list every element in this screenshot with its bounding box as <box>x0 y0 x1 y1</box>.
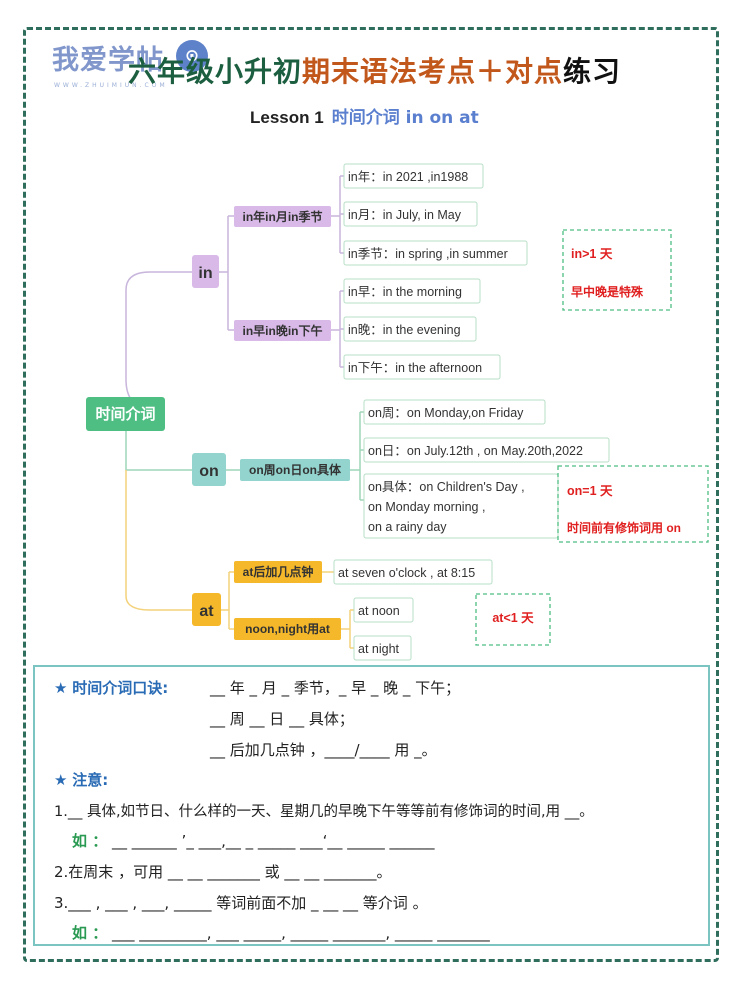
lesson-topic: 时间介词 in on at <box>331 108 479 128</box>
watermark-logo: 我爱学帖 WWW.ZHUIMIUN.COM ⊙ <box>52 38 212 92</box>
note-1-example: 如 ： __ ______ ’_ ___,__ _ _____ ___‘__ _… <box>72 830 434 851</box>
example-blanks: __ ______ ’_ ___,__ _ _____ ___‘__ _____… <box>112 832 435 850</box>
page-title: 六年级小升初期末语法考点＋对点练习 <box>128 50 621 90</box>
star-icon: ★ <box>54 679 68 697</box>
note-1: 1.__ 具体,如节日、什么样的一天、星期几的早晚下午等等前有修饰词的时间,用 … <box>54 804 594 820</box>
watermark-text: 我爱学帖 <box>52 45 164 76</box>
title-part-1: 六年级小升初 <box>128 55 303 88</box>
note-3-example: 如 ： ___ _________, ___ _____, _____ ____… <box>72 922 490 943</box>
example-label: 如 ： <box>72 924 108 942</box>
mnemonic-line-1: __ 年 _ 月 _ 季节，_ 早 _ 晚 _ 下午； <box>210 679 461 697</box>
watermark-url: WWW.ZHUIMIUN.COM <box>54 82 168 89</box>
mnemonic-label: 时间介词口诀: <box>72 679 169 697</box>
lesson-subtitle: Lesson 1 时间介词 in on at <box>250 103 479 128</box>
title-part-3: 练习 <box>563 55 622 88</box>
star-icon: ★ <box>54 771 68 789</box>
note-3: 3.___ , ___ , ___, _____ 等词前面不加 _ __ __ … <box>54 894 428 912</box>
example-label: 如 ： <box>72 832 108 850</box>
page-border <box>23 27 719 962</box>
note-label: 注意: <box>72 771 109 789</box>
example-blanks: ___ _________, ___ _____, _____ _______,… <box>112 924 490 942</box>
mnemonic-line-2: __ 周 __ 日 __ 具体； <box>210 710 354 728</box>
mnemonic-heading: ★ 时间介词口诀: <box>54 677 168 698</box>
note-2: 2.在周末 ，可用 __ __ _______ 或 __ __ _______。 <box>54 863 392 881</box>
note-heading: ★ 注意: <box>54 769 108 790</box>
mnemonic-line-3: __ 后加几点钟 ，____/____ 用 _。 <box>210 741 437 759</box>
lesson-number: Lesson 1 <box>250 108 324 127</box>
title-part-2: 期末语法考点＋对点 <box>302 55 564 88</box>
rules-box <box>33 665 710 946</box>
watermark-badge-icon: ⊙ <box>176 40 208 72</box>
